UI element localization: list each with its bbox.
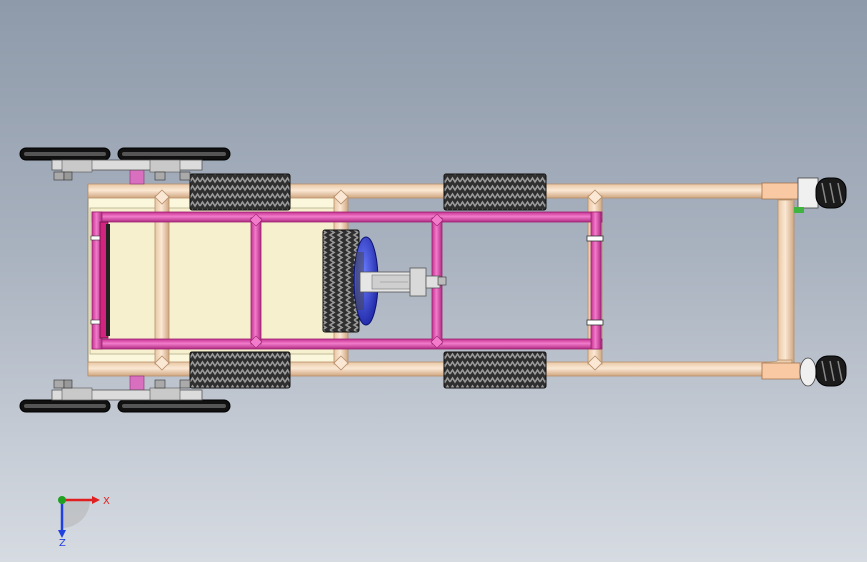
footpad-rear-right[interactable]: [189, 351, 291, 389]
coordinate-triad: X Z: [58, 496, 110, 548]
rear-handle-bar[interactable]: [99, 221, 110, 339]
front-bumper-right[interactable]: [761, 357, 817, 387]
footpad-rear-left[interactable]: [189, 173, 291, 211]
triad-plane-icon: [62, 500, 90, 528]
rear-hub-left[interactable]: [51, 159, 203, 181]
drive-shaft[interactable]: [359, 267, 447, 297]
front-caster-left[interactable]: [815, 177, 847, 209]
front-bumper-left[interactable]: [761, 177, 819, 213]
rear-wheel-left-inner[interactable]: [117, 147, 231, 161]
rear-wheel-left-outer[interactable]: [19, 147, 111, 161]
rear-wheel-right-inner[interactable]: [117, 399, 231, 413]
footpad-front-left[interactable]: [443, 173, 547, 211]
z-axis-label: Z: [59, 538, 66, 548]
rear-hub-right[interactable]: [51, 379, 203, 401]
x-axis-label: X: [103, 496, 110, 507]
rear-wheel-right-outer[interactable]: [19, 399, 111, 413]
front-caster-right[interactable]: [815, 355, 847, 387]
y-axis-dot: [58, 496, 66, 504]
footpad-front-right[interactable]: [443, 351, 547, 389]
